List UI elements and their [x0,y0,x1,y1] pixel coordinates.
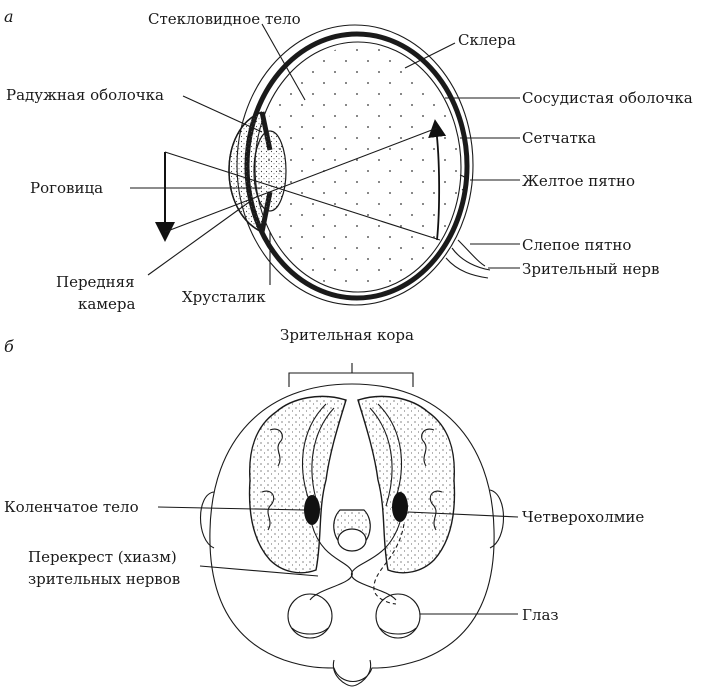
ray-1 [164,151,441,241]
head-outline [209,383,495,683]
label-chiasm-line1: Перекрест (хиазм) [28,548,177,566]
label-retina: Сетчатка [522,129,596,147]
label-quadrigemina: Четверохолмие [522,508,644,526]
label-sclera: Склера [458,31,516,49]
right-hemisphere [357,395,456,574]
label-eye: Глаз [522,606,559,624]
optic-nerve [445,247,491,279]
right-eyeball [375,593,421,639]
label-choroid: Сосудистая оболочка [522,89,693,107]
vitreous-body [260,46,460,290]
label-lens: Хрусталик [182,288,266,306]
cortex-bracket [288,363,414,387]
label-cornea: Роговица [30,179,103,197]
right-ear [489,489,505,549]
optic-nerve-dashed [373,523,405,605]
label-anterior-chamber-line2: камера [78,295,135,313]
image-arrow [428,119,447,241]
label-blind-spot: Слепое пятно [522,236,631,254]
ray-2 [164,127,438,233]
right-geniculate-body [392,492,408,522]
left-hemisphere [248,395,347,574]
eye-diagram: а [4,7,693,313]
left-ear [199,491,215,549]
label-chiasm-line2: зрительных нервов [28,570,180,588]
left-geniculate-body [304,495,320,525]
label-visual-cortex: Зрительная кора [280,326,414,344]
label-optic-nerve: Зрительный нерв [522,260,659,278]
nose [332,659,372,687]
optic-tract-right [351,521,401,601]
lens [253,130,287,212]
left-eyeball [287,593,333,639]
label-iris: Радужная оболочка [6,86,164,104]
left-optic-radiation [302,403,335,509]
label-anterior-chamber-line1: Передняя [56,273,135,291]
label-vitreous: Стекловидное тело [148,10,301,28]
panel-label-b: б [4,337,14,356]
panel-label-a: а [4,7,14,26]
label-geniculate-body: Коленчатое тело [4,498,139,516]
macula [459,174,469,191]
brain-diagram: б Зрительная кора [4,326,644,687]
label-macula: Желтое пятно [522,172,635,190]
